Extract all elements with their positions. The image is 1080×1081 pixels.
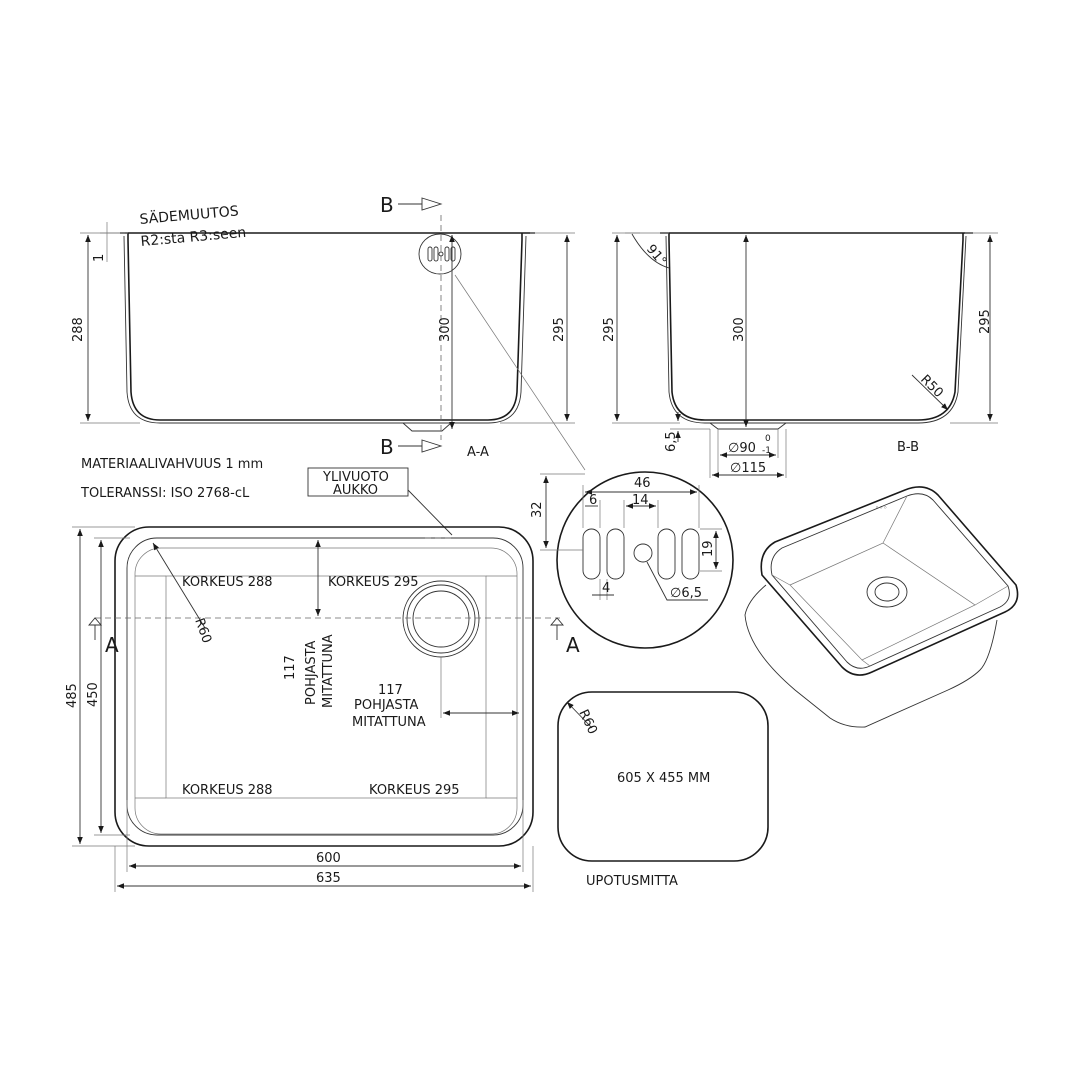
height-top-right: KORKEUS 295 [328,575,419,590]
dim-19: 19 [701,540,716,557]
cutout-template: R60 605 X 455 MM UPOTUSMITTA [557,691,769,889]
horizontal-117: 117 [378,683,403,698]
dim-295-aa: 295 [552,317,567,342]
height-top-left: KORKEUS 288 [182,575,273,590]
overflow-detail-view: 46 6 14 32 19 4 ∅6,5 [454,274,734,649]
section-a-arrow-right [550,617,564,640]
dim-6-5: 6,5 [664,431,679,452]
dim-wall-thickness: 1 [92,254,107,262]
dim-tol-lower: -1 [762,446,771,456]
cut-arrow-bottom [398,439,443,453]
section-bb-drain [709,422,787,430]
dim-295-bb-right: 295 [978,309,993,334]
section-bb-inner-profile [665,235,967,424]
center-hole [633,543,653,563]
dim-4: 4 [602,581,610,596]
plan-drain-inner [412,590,470,648]
section-aa-outer-profile [120,232,535,421]
section-aa-inner-profile [123,235,527,424]
overflow-hole-ellipse [418,233,462,275]
plan-bottom-panel [134,547,518,835]
vertical-mitattuna: MITATTUNA [321,634,336,708]
overflow-label-line1: YLIVUOTO [322,470,389,485]
radius-change-title: SÄDEMUUTOS [139,201,240,228]
dim-288: 288 [71,317,86,342]
section-bb-caption: B-B [897,440,919,455]
dim-diameter-6-5: ∅6,5 [670,586,702,601]
dim-635: 635 [316,871,341,886]
overflow-label-line2: AUKKO [333,483,378,498]
plan-outer-flange [114,526,534,847]
plan-view: A A KORKEUS 288 KORKEUS 295 KORKEUS 288 … [65,526,580,892]
dim-295-bb-left: 295 [602,317,617,342]
dim-diameter-90: ∅90 [728,441,756,456]
iso-overflow-mark: ◦◦◦ [875,504,887,512]
plan-drain-outer [402,580,480,658]
cutout-outline [557,691,769,862]
section-marker-a-left: A [105,633,119,657]
vertical-117: 117 [283,655,298,680]
overflow-slots-small [427,246,456,262]
material-note: MATERIAALIVAHVUUS 1 mm [81,457,263,472]
slot-2 [606,528,625,580]
vertical-pohjasta: POHJASTA [304,640,319,705]
dim-r60-cutout: R60 [575,707,599,737]
isometric-view: ◦◦◦ [744,486,1019,728]
dim-r50: R50 [917,372,946,401]
horizontal-pohjasta: POHJASTA [354,698,419,713]
height-bottom-right: KORKEUS 295 [369,783,460,798]
iso-top-flange [760,486,1019,676]
cut-marker-b-bottom: B [380,435,394,459]
dim-485: 485 [65,683,80,708]
section-aa-view: B B SÄDEMUUTOS R2:sta R3:seen 1 288 300 … [71,193,575,460]
iso-drain-outer [866,576,908,608]
iso-inner-rim [770,493,1010,669]
iso-bottom [789,542,976,661]
dim-tol-upper: 0 [765,434,771,444]
iso-drain-inner [874,582,900,602]
plan-drain-ring [406,584,476,654]
dim-diameter-115: ∅115 [730,461,766,476]
cut-marker-b-top: B [380,193,394,217]
horizontal-mitattuna: MITATTUNA [352,715,426,730]
dim-300-bb: 300 [732,317,747,342]
overflow-label-box: YLIVUOTO AUKKO [307,467,453,536]
height-bottom-left: KORKEUS 288 [182,783,273,798]
cutout-caption: UPOTUSMITTA [586,874,678,889]
dim-600: 600 [316,851,341,866]
section-aa-caption: A-A [467,445,489,460]
plan-bottom-flat [165,575,487,799]
section-bb-outer-profile [660,232,973,421]
dim-6: 6 [589,493,597,508]
section-marker-a-right: A [566,633,580,657]
dim-r60-plan: R60 [191,616,214,645]
dim-32: 32 [530,501,545,518]
section-a-arrow-left [88,617,102,640]
detail-circle [556,471,734,649]
plan-inner-wall [126,537,524,836]
cut-arrow-top [398,197,443,211]
section-aa-drain [402,422,452,432]
dim-450: 450 [86,682,101,707]
iso-body [744,584,998,728]
dim-46: 46 [634,476,651,491]
dim-14: 14 [632,493,649,508]
slot-1 [582,528,601,580]
dim-angle-91: 91° [643,242,669,269]
cutout-size: 605 X 455 MM [617,771,710,786]
radius-change-text: R2:sta R3:seen [140,225,247,250]
detail-leader [454,274,586,471]
tolerance-note: TOLERANSSI: ISO 2768-cL [80,486,250,501]
section-bb-view: 91° 295 300 295 R50 6,5 ∅90 0 -1 ∅115 B-… [602,232,998,478]
slot-4 [681,528,700,580]
slot-3 [657,528,676,580]
dim-300: 300 [438,317,453,342]
